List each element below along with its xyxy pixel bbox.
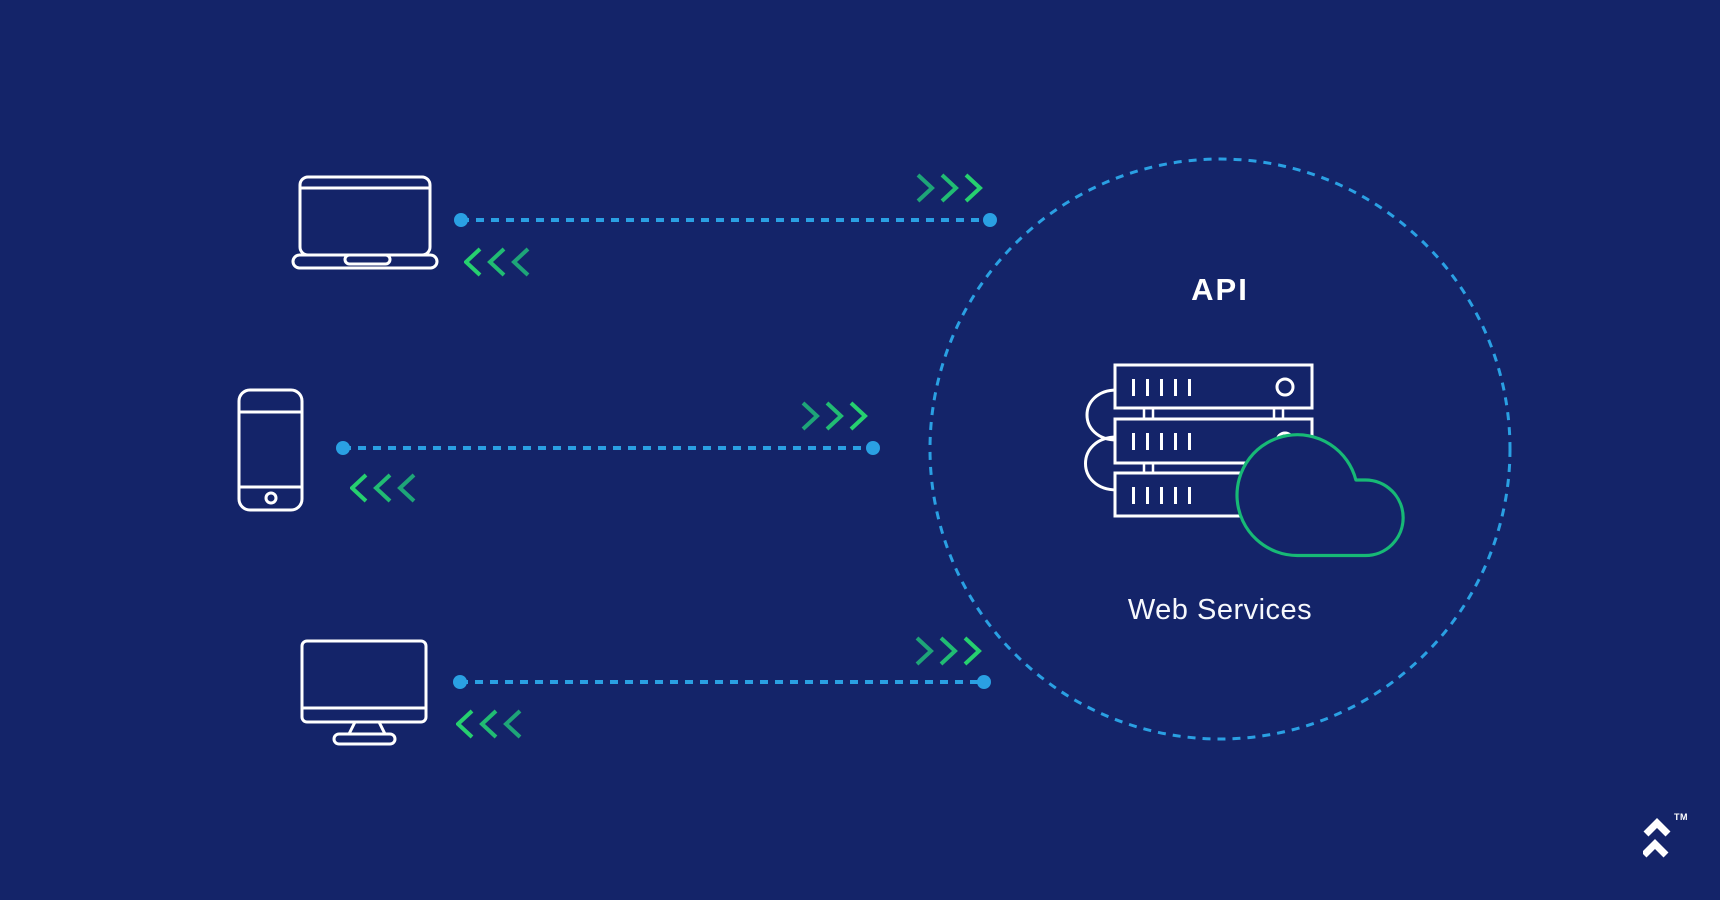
endpoint-dot: [336, 441, 350, 455]
forward-arrows-icon: [801, 401, 868, 431]
desktop-icon: [300, 639, 428, 746]
endpoint-dot: [866, 441, 880, 455]
monitor-stand: [346, 721, 388, 736]
endpoint-dot: [454, 213, 468, 227]
home-button: [264, 491, 278, 505]
server-unit: [1113, 363, 1314, 410]
api-boundary-circle: [928, 157, 1512, 741]
endpoint-dot: [977, 675, 991, 689]
back-arrows-icon: [464, 247, 530, 277]
smartphone-icon: [237, 388, 304, 512]
cloud-icon: [1235, 433, 1405, 558]
endpoint-dot: [453, 675, 467, 689]
connection-line-laptop: [454, 213, 997, 227]
phone-body: [237, 388, 304, 512]
server-stack-icon: [1084, 363, 1405, 558]
connection-line-phone: [336, 441, 880, 455]
toptal-logo: [1643, 818, 1671, 858]
server-cables: [1084, 388, 1118, 492]
back-arrows-icon: [350, 473, 416, 503]
forward-arrows-icon: [915, 636, 982, 666]
back-arrows-icon: [456, 709, 522, 739]
endpoint-dot: [983, 213, 997, 227]
forward-arrows-icon: [916, 173, 983, 203]
monitor-base: [332, 732, 397, 746]
trademark-label: TM: [1674, 812, 1688, 822]
monitor-screen: [300, 639, 428, 724]
web-services-label: Web Services: [1127, 594, 1313, 626]
laptop-base: [291, 253, 439, 270]
connection-line-desktop: [453, 675, 991, 689]
api-label: API: [1191, 272, 1249, 307]
laptop-icon: [291, 175, 439, 270]
